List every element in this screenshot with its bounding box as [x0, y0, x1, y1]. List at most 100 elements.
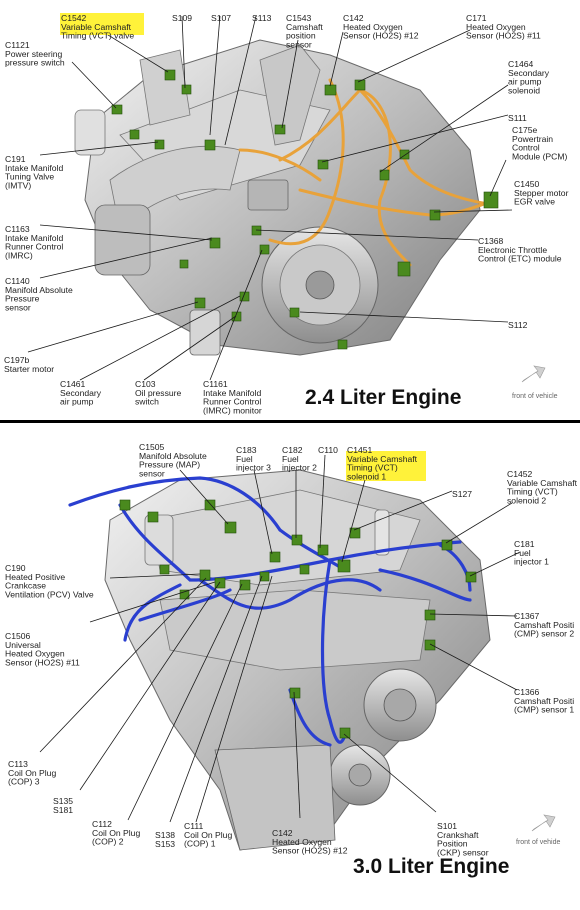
callout-line: solenoid 1: [347, 471, 386, 481]
highlight-vct-solenoid-label: [346, 451, 426, 481]
callout-line: C1542: [61, 13, 87, 23]
leader-lines-top: [27, 15, 513, 381]
callout-line: Intake Manifold: [203, 388, 262, 398]
callout-line: Manifold Absolute: [5, 285, 73, 295]
callout-line: pressure switch: [5, 58, 65, 68]
callout-line: Control: [512, 143, 540, 153]
callout-s127: S127: [452, 489, 472, 499]
connectors-bottom: [119, 499, 477, 739]
callout-line: Runner Control: [5, 242, 63, 252]
callout-line: (IMRC): [5, 250, 33, 260]
callout-line: injector 1: [514, 557, 549, 567]
callout-line: C181: [514, 539, 535, 549]
callout-line: Runner Control: [203, 397, 261, 407]
callout-line: (COP) 1: [184, 839, 216, 849]
callout-line: C142: [272, 828, 293, 838]
callout-line: sensor: [286, 39, 312, 49]
callout-line: S127: [452, 489, 472, 499]
callout-line: S181: [53, 805, 73, 815]
callout-line: C1121: [5, 40, 30, 50]
callout-line: Variable Camshaft: [507, 478, 578, 488]
callout-line: Crankshaft: [437, 830, 479, 840]
callout-line: C190: [5, 563, 26, 573]
callout-line: Powertrain: [512, 134, 553, 144]
callout-line: sensor: [139, 468, 165, 478]
engine-title-bottom: 3.0 Liter Engine: [353, 855, 509, 878]
callout-line: Pressure: [5, 294, 40, 304]
callout-line: C103: [135, 379, 156, 389]
callout-line: Coil On Plug: [184, 830, 232, 840]
callout-line: Timing (VCT): [507, 487, 558, 497]
callout-line: Timing (VCT): [347, 463, 398, 473]
callout-line: (CKP) sensor: [437, 847, 489, 857]
callout-line: C1163: [5, 224, 30, 234]
callout-line: Control (ETC) module: [478, 254, 562, 264]
callout-line: C111: [184, 821, 203, 831]
callout-line: Tuning Valve: [5, 172, 54, 182]
front-of-vehicle-label-top: front of vehicle: [512, 393, 558, 400]
callout-s113: S113: [252, 13, 272, 23]
callout-line: injector 2: [282, 463, 317, 473]
callout-line: Heated Oxygen: [272, 837, 332, 847]
callout-line: Universal: [5, 640, 41, 650]
callout-line: Secondary: [508, 68, 550, 78]
callout-line: Intake Manifold: [5, 163, 64, 173]
callout-line: Electronic Throttle: [478, 245, 547, 255]
callout-line: Starter motor: [4, 364, 54, 374]
callout-line: Fuel: [514, 548, 531, 558]
callout-line: C1505: [139, 442, 165, 452]
engine-title-top: 2.4 Liter Engine: [305, 386, 461, 409]
callout-line: S107: [211, 13, 231, 23]
callout-line: (CMP) sensor 1: [514, 705, 574, 715]
callout-line: C175e: [512, 125, 538, 135]
callout-line: (IMRC) monitor: [203, 405, 262, 415]
leader-lines-bottom: [39, 454, 521, 823]
callout-line: Ventilation (PCV) Valve: [5, 589, 94, 599]
callout-line: C142: [343, 13, 364, 23]
callout-line: Fuel: [282, 454, 299, 464]
callout-line: EGR valve: [514, 197, 555, 207]
callout-line: S111: [508, 113, 527, 123]
callout-line: C1452: [507, 469, 533, 479]
callout-line: Camshaft Positi: [514, 696, 574, 706]
callout-line: (IMTV): [5, 180, 31, 190]
callout-line: S101: [437, 821, 457, 831]
callout-line: injector 3: [236, 463, 271, 473]
callout-line: Manifold Absolute: [139, 451, 207, 461]
callout-line: C110: [318, 445, 338, 455]
callout-line: Power steering: [5, 49, 63, 59]
callout-line: (COP) 2: [92, 837, 124, 847]
callout-line: S113: [252, 13, 272, 23]
callout-line: air pump: [60, 397, 94, 407]
callout-line: Pressure (MAP): [139, 460, 200, 470]
callout-line: C1451: [347, 445, 373, 455]
callout-line: Sensor (HO2S) #12: [272, 846, 348, 856]
callout-line: S109: [172, 13, 192, 23]
callout-line: Sensor (HO2S) #11: [5, 657, 80, 667]
